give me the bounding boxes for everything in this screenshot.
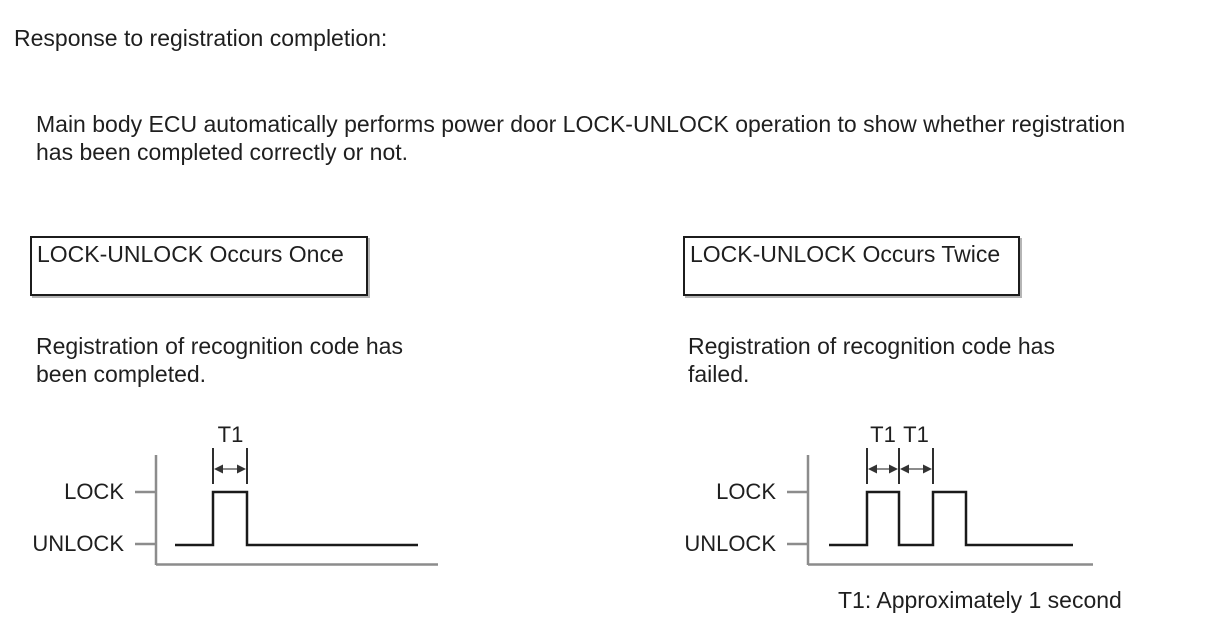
right-t1-arrow1-head-left (868, 464, 877, 474)
caption-completed: Registration of recognition code has bee… (36, 333, 403, 387)
left-t1-label: T1 (217, 422, 244, 447)
timing-diagram-once (135, 448, 438, 566)
right-waveform (829, 490, 1073, 547)
right-t1-arrow1-head-right (889, 464, 898, 474)
right-lock-label: LOCK (716, 479, 776, 504)
timing-diagram-twice (787, 448, 1093, 566)
lock-unlock-once-box: LOCK-UNLOCK Occurs Once (30, 236, 368, 296)
right-t1-label-1: T1 (870, 422, 896, 447)
left-unlock-label: UNLOCK (32, 531, 124, 556)
right-unlock-label: UNLOCK (684, 531, 776, 556)
lock-unlock-twice-label: LOCK-UNLOCK Occurs Twice (690, 241, 1001, 267)
right-t1-arrow2-head-left (900, 464, 909, 474)
left-t1-arrowhead-right (237, 464, 246, 474)
lock-unlock-once-label: LOCK-UNLOCK Occurs Once (37, 241, 344, 267)
lock-unlock-twice-box: LOCK-UNLOCK Occurs Twice (683, 236, 1020, 296)
page-title: Response to registration completion: (14, 25, 388, 51)
right-t1-arrow2-head-right (923, 464, 932, 474)
right-t1-label-2: T1 (903, 422, 929, 447)
t1-definition-note: T1: Approximately 1 second (838, 587, 1122, 613)
left-lock-label: LOCK (64, 479, 124, 504)
left-waveform (175, 490, 418, 547)
left-t1-arrowhead-left (214, 464, 223, 474)
description-paragraph: Main body ECU automatically performs pow… (36, 111, 1126, 165)
caption-failed: Registration of recognition code has fai… (688, 333, 1055, 387)
